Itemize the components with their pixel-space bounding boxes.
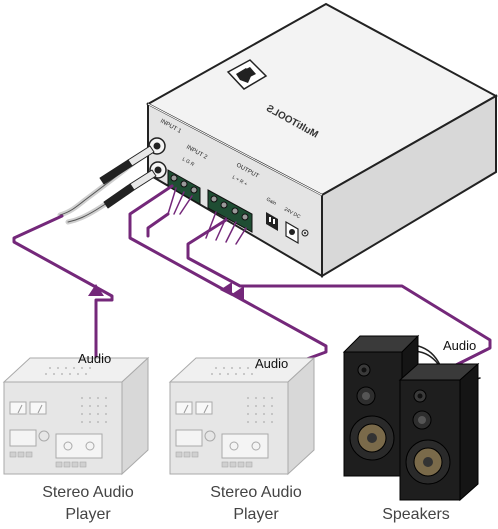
caption-player1: Stereo Audio Player	[18, 482, 158, 526]
caption-player1-line1: Stereo Audio	[42, 484, 134, 501]
caption-player2: Stereo Audio Player	[186, 482, 326, 526]
flow-arrow-3	[232, 286, 244, 302]
rca-plug-2	[103, 169, 157, 209]
audio-label-player1: Audio	[78, 351, 112, 366]
kramer-logo	[226, 59, 268, 90]
power-jack	[285, 220, 299, 245]
caption-player2-line2: Player	[233, 506, 279, 523]
output-wires	[205, 211, 247, 245]
audio-label-player2: Audio	[255, 356, 289, 371]
gain-label: Gain	[265, 197, 277, 207]
stereo-audio-player-1	[2, 356, 150, 476]
stereo-audio-player-2	[168, 356, 316, 476]
input2-wires	[167, 187, 193, 215]
flow-arrow-1	[88, 284, 104, 296]
device-side-face	[321, 94, 497, 278]
speaker-cable	[186, 218, 492, 374]
caption-speakers: Speakers	[382, 506, 450, 523]
rca-plug-1	[99, 145, 155, 185]
multitools-device: MultiTOOLS INPUT 1 INPUT 2 L G R OUTPU	[145, 2, 498, 278]
gain-dip-switch	[266, 212, 278, 231]
input2-pin-labels: L G R	[181, 157, 196, 169]
caption-player1-line2: Player	[65, 506, 111, 523]
speaker-right	[398, 362, 480, 502]
power-polarity-icon	[301, 229, 309, 237]
caption-player2-line1: Stereo Audio	[210, 484, 302, 501]
output-terminal-block	[207, 189, 253, 233]
flow-arrow-2	[220, 282, 232, 296]
audio-label-speakers: Audio	[443, 338, 477, 353]
